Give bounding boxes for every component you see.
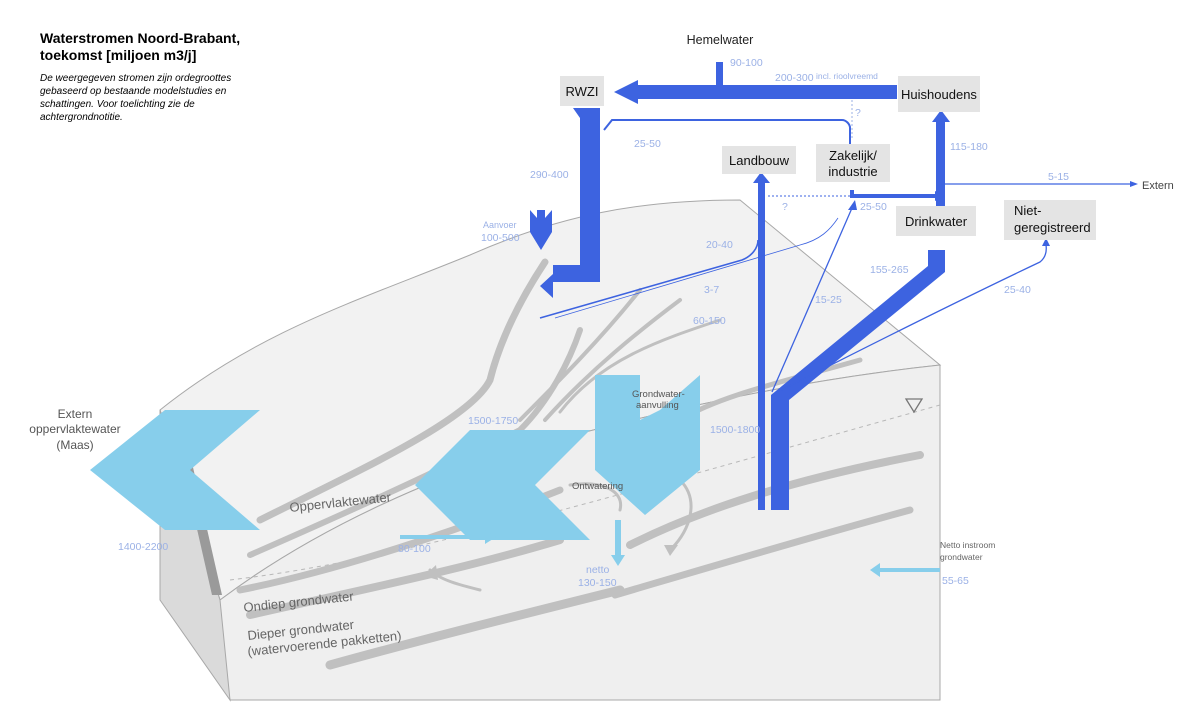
gw-landbouw-head (753, 172, 770, 183)
recharge-big-arrow (595, 375, 700, 515)
gw-zak-head (848, 200, 857, 210)
svg-text:geregistreerd: geregistreerd (1014, 220, 1091, 235)
svg-text:Drinkwater: Drinkwater (905, 214, 968, 229)
light-blue-arrows (90, 375, 940, 577)
ontwatering-arrow-curve (568, 482, 623, 512)
huish-to-rwzi-flow (635, 85, 897, 99)
flow-small: 3-7 (704, 284, 719, 296)
aanvulling-label-1: Grondwater- (632, 389, 685, 400)
niet-reg-head (1042, 238, 1050, 246)
aanvoer-landbouw-line (539, 239, 759, 319)
downward-arrow-head (664, 545, 678, 556)
flow-huish-rwzi: 200-300 (775, 72, 814, 84)
flow-zak-rwzi: 25-50 (634, 138, 661, 150)
title: Waterstromen Noord-Brabant, toekomst [mi… (40, 30, 241, 63)
flow-aanvoer: 100-500 (481, 232, 520, 244)
up-arrow-head (424, 565, 438, 580)
flow-netto: 130-150 (578, 577, 617, 589)
maas-big-arrow (90, 410, 260, 530)
stream-1 (256, 258, 549, 524)
huishoudens-box: Huishoudens (898, 76, 980, 112)
flow-maas: 1400-2200 (118, 541, 168, 553)
niet-geregistreerd-box: Niet- geregistreerd (1004, 200, 1096, 240)
gw-landbouw-shaft (758, 180, 765, 510)
water-table-symbol (904, 398, 924, 414)
flow-extern-out: 5-15 (1048, 171, 1069, 183)
ontwatering-label: Ontwatering (572, 481, 623, 492)
svg-text:Landbouw: Landbouw (729, 153, 790, 168)
netto-label: netto (586, 564, 610, 576)
flow-opp: 1500-1750 (468, 415, 518, 427)
flow-opp-onttrek: 60-150 (693, 315, 726, 327)
maas-label-3: (Maas) (56, 438, 93, 452)
zakelijk-box: Zakelijk/ industrie (816, 144, 890, 182)
flow-gw-zak: 15-25 (815, 294, 842, 306)
svg-text:RWZI: RWZI (566, 84, 599, 99)
rwzi-box: RWZI (560, 76, 604, 106)
subtitle: De weergegeven stromen zijn ordegroottes… (40, 73, 232, 123)
flow-to-landbouw: 20-40 (706, 239, 733, 251)
aanvoer-label: Aanvoer (483, 220, 517, 230)
stream-3 (518, 288, 642, 422)
zak-drink-head (935, 191, 945, 201)
shallow-flow-head (485, 530, 496, 544)
maas-label-1: Extern (58, 407, 93, 421)
flow-instroom: 55-65 (942, 575, 969, 587)
stream-10 (611, 506, 914, 599)
drink-huish-shaft (936, 120, 945, 206)
extern-head (1130, 181, 1138, 187)
landbouw-box: Landbouw (722, 146, 796, 174)
extern-label: Extern (1142, 180, 1174, 192)
drinkwater-box: Drinkwater (896, 206, 976, 236)
flow-rwzi-out: 290-400 (530, 169, 569, 181)
downward-arrow-curve (670, 478, 693, 550)
dark-blue-flows (530, 62, 1138, 510)
flow-shallow: 80-100 (398, 543, 431, 555)
stream-9 (246, 536, 564, 619)
shallow-flow-shaft (400, 535, 485, 539)
maas-label-2: oppervlaktewater (29, 422, 120, 436)
drink-huish-head (932, 110, 950, 122)
svg-text:Zakelijk/: Zakelijk/ (829, 148, 877, 163)
netto-head (611, 555, 625, 566)
flow-unknown-2: ? (782, 201, 788, 213)
zak-drink-line (850, 190, 935, 198)
stream-7 (626, 451, 924, 549)
gw-drink-flow (771, 250, 945, 510)
netto-shaft (615, 520, 621, 555)
flow-drink-huish: 115-180 (950, 141, 988, 153)
surface-big-arrow (415, 430, 590, 540)
zak-to-rwzi-line (603, 119, 851, 145)
stream-5 (558, 318, 722, 414)
aanvulling-label-2: aanvulling (636, 400, 679, 411)
aanvoer-arrow (530, 210, 552, 250)
small-flow-line (554, 217, 839, 319)
gw-zak-line (771, 207, 853, 393)
hemelwater-label: Hemelwater (687, 33, 754, 47)
instroom-head (870, 563, 880, 577)
huish-to-rwzi-head (614, 80, 638, 104)
instroom-label-1: Netto instroom (940, 540, 995, 550)
flow-zak-drink: 25-50 (860, 201, 887, 213)
instroom-shaft (880, 568, 940, 572)
niet-reg-line (771, 244, 1047, 396)
svg-text:industrie: industrie (828, 164, 877, 179)
flow-aanvulling-1: 1500-1800 (710, 424, 760, 436)
flow-unknown-1: ? (855, 107, 861, 119)
hemel-flow (716, 62, 723, 88)
instroom-label-2: grondwater (940, 552, 983, 562)
svg-text:Huishoudens: Huishoudens (901, 87, 977, 102)
flow-niet-reg: 25-40 (1004, 284, 1031, 296)
flow-hemel-rwzi: 90-100 (730, 57, 763, 69)
flow-huish-rwzi-note: incl. rioolvreemd (816, 71, 878, 81)
flow-gw-drink: 155-265 (870, 264, 909, 276)
rwzi-outflow (540, 108, 600, 298)
stream-4 (543, 298, 682, 422)
svg-text:Niet-: Niet- (1014, 203, 1041, 218)
stream-11 (325, 585, 625, 670)
